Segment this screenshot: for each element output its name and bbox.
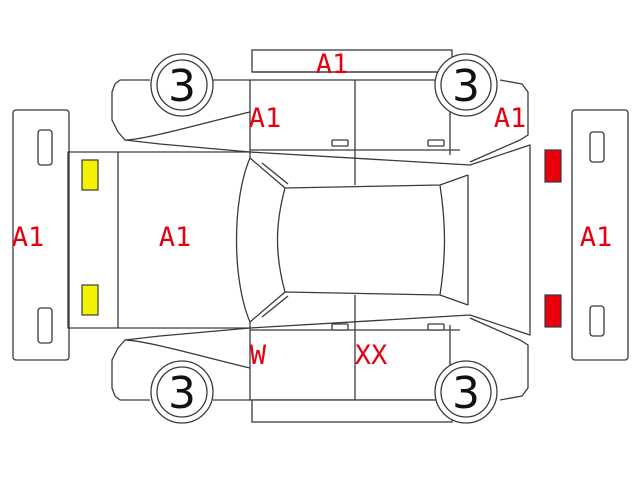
code-front-right-door: W [250, 340, 267, 371]
tire-front-right: 3 [150, 360, 214, 424]
front-lamps [81, 159, 99, 316]
front-bumper [12, 109, 70, 361]
tire-rear-right-number: 3 [452, 368, 480, 419]
code-rear-left-quarter: A1 [494, 103, 527, 134]
code-front-bumper: A1 [12, 222, 45, 253]
tire-rear-right: 3 [434, 360, 498, 424]
code-rear-right-door: XX [355, 340, 388, 371]
rear-left-lamp [544, 149, 562, 183]
tire-rear-left-number: 3 [452, 61, 480, 112]
tire-front-left-number: 3 [168, 61, 196, 112]
code-rear-bumper: A1 [580, 222, 613, 253]
front-right-lamp [81, 284, 99, 316]
front-left-lamp [81, 159, 99, 191]
tire-front-right-number: 3 [168, 368, 196, 419]
bottom-rocker-panel [251, 399, 453, 423]
rear-lamps [544, 149, 562, 328]
tire-front-left: 3 [150, 53, 214, 117]
tire-rear-left: 3 [434, 53, 498, 117]
rear-bumper [571, 109, 629, 361]
top-view-body [67, 144, 531, 336]
code-roof-top: A1 [316, 49, 349, 80]
code-hood: A1 [159, 222, 192, 253]
code-front-left-door: A1 [249, 103, 282, 134]
top-side-profile [111, 79, 529, 185]
rear-right-lamp [544, 294, 562, 328]
roof-top-panel [251, 49, 453, 73]
